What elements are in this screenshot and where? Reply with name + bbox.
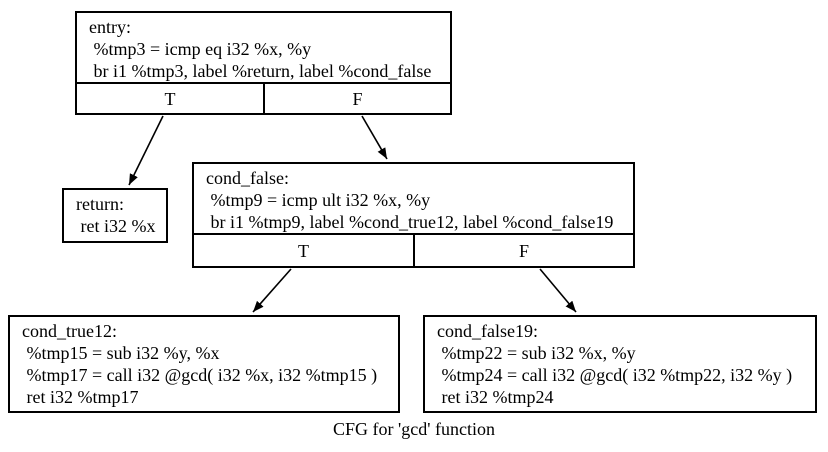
ir-instruction: %tmp24 = call i32 @gcd( i32 %tmp22, i32 …	[437, 365, 793, 385]
ir-instruction: ret i32 %x	[76, 216, 156, 236]
edge-entry-false-to-cond-false	[361, 115, 388, 160]
basic-block-label: cond_true12:	[22, 321, 117, 341]
node-cond-false: cond_false: %tmp9 = icmp ult i32 %x, %y …	[192, 162, 635, 268]
ir-instruction: %tmp22 = sub i32 %x, %y	[437, 343, 636, 363]
edge-cond-false-false-to-cond-false19	[539, 268, 577, 313]
ir-instruction: ret i32 %tmp17	[22, 387, 139, 407]
branch-row: T F	[77, 82, 450, 113]
node-cond-false19: cond_false19: %tmp22 = sub i32 %x, %y %t…	[423, 315, 817, 413]
branch-false-port: F	[518, 240, 529, 261]
ir-instruction: %tmp15 = sub i32 %y, %x	[22, 343, 220, 363]
node-return-body: return: ret i32 %x	[64, 190, 166, 237]
ir-instruction: ret i32 %tmp24	[437, 387, 554, 407]
node-return: return: ret i32 %x	[62, 188, 168, 243]
branch-false-port: F	[352, 88, 363, 109]
node-entry: entry: %tmp3 = icmp eq i32 %x, %y br i1 …	[75, 11, 452, 115]
node-cond-true12-body: cond_true12: %tmp15 = sub i32 %y, %x %tm…	[10, 317, 398, 408]
branch-true-port: T	[194, 235, 415, 266]
graph-caption: CFG for 'gcd' function	[333, 419, 495, 439]
node-cond-false19-body: cond_false19: %tmp22 = sub i32 %x, %y %t…	[425, 317, 815, 408]
ir-instruction: %tmp9 = icmp ult i32 %x, %y	[206, 190, 431, 210]
basic-block-label: cond_false19:	[437, 321, 538, 341]
node-entry-body: entry: %tmp3 = icmp eq i32 %x, %y br i1 …	[77, 13, 450, 82]
node-cond-false-body: cond_false: %tmp9 = icmp ult i32 %x, %y …	[194, 164, 633, 233]
ir-instruction: %tmp17 = call i32 @gcd( i32 %x, i32 %tmp…	[22, 365, 378, 385]
branch-true-port: T	[77, 84, 265, 113]
branch-row: T F	[194, 233, 633, 266]
edge-entry-true-to-return	[128, 115, 164, 186]
ir-instruction: %tmp3 = icmp eq i32 %x, %y	[89, 39, 312, 59]
basic-block-label: cond_false:	[206, 168, 289, 188]
ir-instruction: br i1 %tmp9, label %cond_true12, label %…	[206, 212, 614, 232]
node-cond-true12: cond_true12: %tmp15 = sub i32 %y, %x %tm…	[8, 315, 400, 413]
edge-cond-false-true-to-cond-true12	[252, 268, 292, 313]
ir-instruction: br i1 %tmp3, label %return, label %cond_…	[89, 61, 432, 81]
basic-block-label: return:	[76, 194, 124, 214]
basic-block-label: entry:	[89, 17, 131, 37]
